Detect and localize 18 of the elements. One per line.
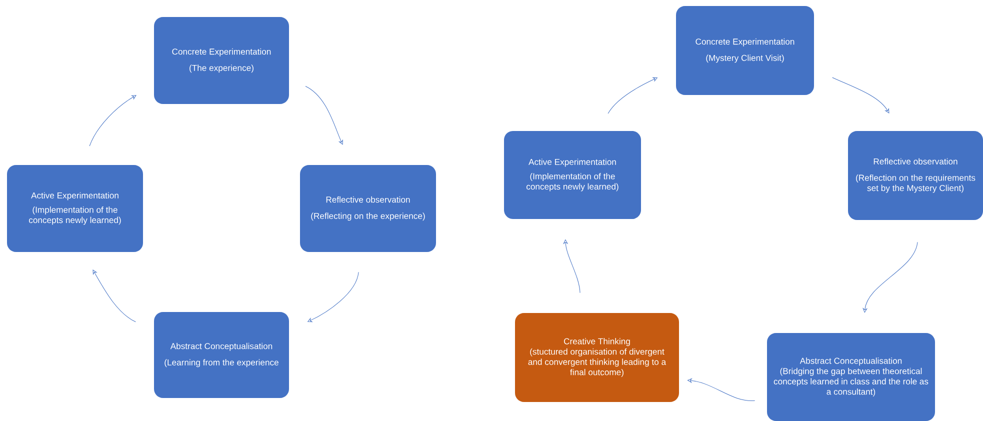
stage-box: Abstract Conceptualisation (Bridging the gap between theoretical concepts learned in class and the role as a consultant) [767,333,935,421]
arrow [563,240,580,294]
arrow [92,270,136,322]
arrow [687,378,756,401]
stage-box: Reflective observation (Reflection on the requirements set by the Mystery Client) [848,131,983,220]
stage-box: Active Experimentation (Implementation of the concepts newly learned) [504,131,641,219]
stage-box: Abstract Conceptualisation (Learning from the experience [154,312,289,398]
arrow [832,77,890,114]
arrow [305,86,343,145]
stage-box: Active Experimentation (Implementation of the concepts newly learned) [7,165,143,252]
stage-box: Concrete Experimentation (The experience) [154,17,289,104]
arrow [89,95,136,146]
arrow [608,77,658,114]
arrow [862,242,918,313]
stage-box: Creative Thinking (stuctured organisation of divergent and convergent thinking leading to a final outcome) [515,313,679,402]
stage-box: Concrete Experimentation (Mystery Client Visit) [676,6,814,95]
stage-box: Reflective observation (Reflecting on the experience) [300,165,436,252]
arrow [308,272,359,322]
